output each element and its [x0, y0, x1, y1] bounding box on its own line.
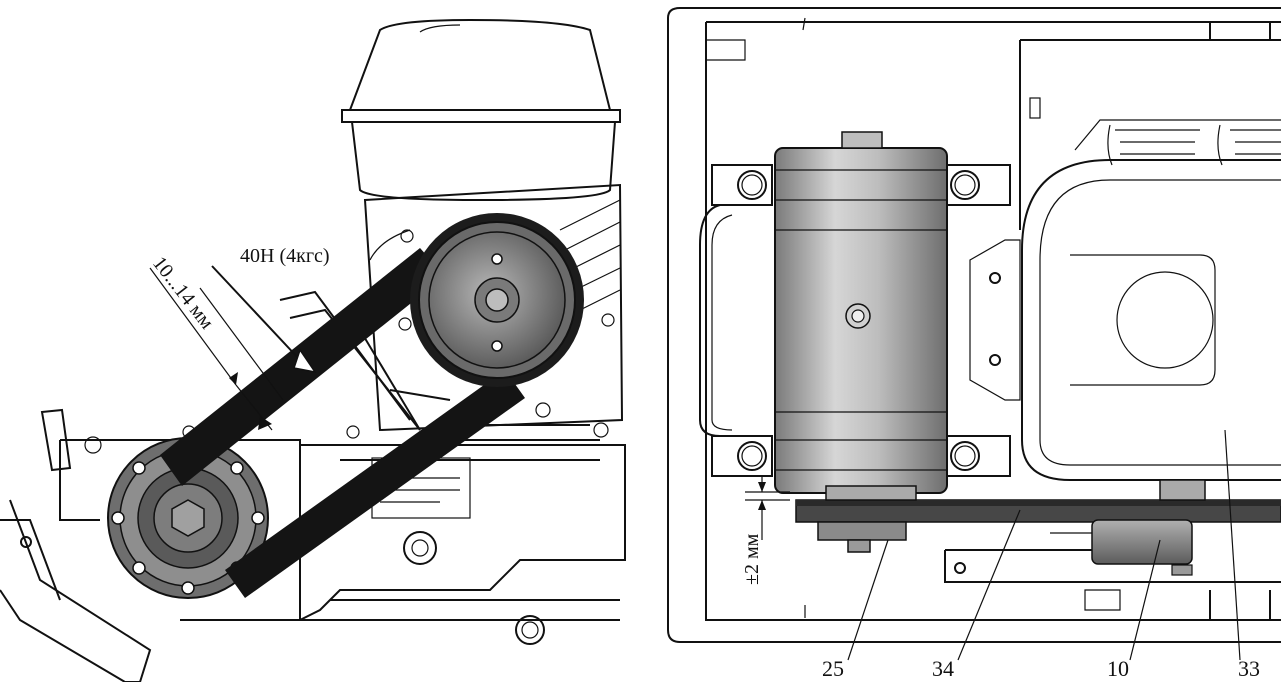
offset-label: ±2 мм	[741, 533, 763, 585]
driven-pulley	[410, 213, 584, 387]
right-view: ±2 мм 25 34 10 33	[667, 7, 1281, 681]
force-label: 40Н (4кгс)	[240, 245, 330, 267]
drive-pulley	[107, 437, 269, 599]
motor-cylinder	[774, 131, 948, 494]
callout-34: 34	[932, 656, 954, 681]
engine-housing	[969, 22, 1281, 481]
top-belt	[795, 499, 1281, 523]
pulley-10	[1091, 479, 1206, 576]
outer-frame	[667, 7, 1281, 643]
callout-33: 33	[1238, 656, 1260, 681]
callout-10: 10	[1107, 656, 1129, 681]
fuel-tank	[341, 18, 621, 202]
gap-dimension	[149, 267, 284, 431]
callout-leaders	[847, 429, 1241, 661]
callout-25: 25	[822, 656, 844, 681]
force-arrow	[211, 265, 317, 374]
gap-label: 10...14 мм	[148, 253, 218, 334]
offset-dimension	[745, 475, 790, 540]
tension-rods	[279, 290, 451, 431]
side-bracket	[0, 408, 360, 682]
tension-plate	[944, 532, 1281, 620]
left-view: 10...14 мм 40Н (4кгс)	[0, 18, 626, 682]
pulley-25	[817, 485, 917, 553]
mount-brackets	[699, 164, 1011, 477]
